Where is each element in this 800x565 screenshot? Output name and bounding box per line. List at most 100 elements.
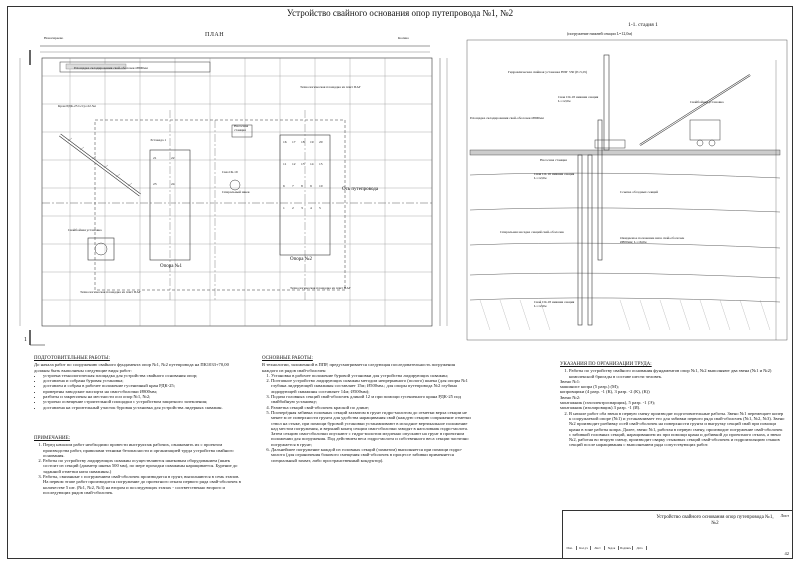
title-block-sheet-number: 42 xyxy=(784,551,790,556)
main-works-block: ОСНОВНЫЕ РАБОТЫ: В технологии, заложенно… xyxy=(262,356,472,463)
prep-item: доставлена на строительный участок буров… xyxy=(43,405,244,410)
prep-heading: ПОДГОТОВИТЕЛЬНЫЕ РАБОТЫ: xyxy=(34,356,110,361)
plan-label-axis: Ось путепровода xyxy=(342,187,379,192)
notes-item: Работы, связанные с погружением свай-обо… xyxy=(43,474,244,495)
brigade-1-title: Звено №1: xyxy=(560,378,581,384)
pile-number: 19 xyxy=(310,140,314,144)
pile-number-grid: 16 17 18 19 20 11 12 13 14 15 6 7 8 9 10… xyxy=(283,140,329,210)
brigade-2-item: монтажник (изолировщик) 3 разр. -1 (И). xyxy=(560,405,641,411)
plan-label-platform-top: Технологическая площадка из плит ПАГ xyxy=(300,85,361,89)
title-block-col: Лист xyxy=(591,546,605,550)
main-item: Подача головных секций свай-оболочек дли… xyxy=(271,394,472,405)
pile-number: 4 xyxy=(310,206,312,210)
main-item: Установка в рабочее положение буровой ус… xyxy=(271,373,472,378)
section-label-pump: Насосная станция xyxy=(540,158,567,162)
notes-item: Перед началом работ необходимо провести … xyxy=(43,442,244,458)
prep-works-block: ПОДГОТОВИТЕЛЬНЫЕ РАБОТЫ: До начала работ… xyxy=(34,356,244,410)
pile-number: 8 xyxy=(301,184,303,188)
plan-label-auger: Спиральный шнек xyxy=(222,190,250,194)
title-block-col: Кол.уч xyxy=(577,546,591,550)
pile-driver-mast xyxy=(603,54,610,151)
main-intro: В технологии, заложенной в ППР, предусма… xyxy=(262,362,455,373)
section-label-spiral: Спиральная насадка секций свай-оболочек xyxy=(500,230,564,234)
plan-label-right: Косино xyxy=(398,36,410,40)
pile-number: 10 xyxy=(319,184,323,188)
title-block-col: №док xyxy=(605,546,619,550)
pile-number: 3 xyxy=(301,206,303,210)
prep-item: устроена технологическая площадка для ус… xyxy=(43,373,244,378)
title-block-col: Подпись xyxy=(619,546,633,550)
main-item: Поэтапное устройство лидирующих скважин … xyxy=(271,378,472,394)
pile-number: 9 xyxy=(310,184,312,188)
pile-number: 21 xyxy=(153,156,157,160)
pile-number-grid-opora-1: 21 22 23 24 xyxy=(153,156,189,186)
org-block: УКАЗАНИЯ ПО ОРГАНИЗАЦИИ ТРУДА: Работы по… xyxy=(560,362,785,448)
pile-number: 13 xyxy=(301,162,305,166)
org-item: Работы по устройству свайного основания … xyxy=(569,368,785,379)
prep-item: разбиты и закреплены на местности оси оп… xyxy=(43,394,244,399)
title-block-sheet-label: Лист xyxy=(780,513,789,518)
plan-label-well: Скв.СК.19 xyxy=(222,170,238,174)
title-block: Устройство свайного основания опор путеп… xyxy=(562,510,793,559)
section-label-casing: Ссыпка обсадных секций xyxy=(620,190,659,194)
pile-number: 5 xyxy=(319,206,321,210)
title-block-col: Изм. xyxy=(563,546,577,550)
section-title: 1-1. стадия 1 xyxy=(628,22,658,28)
plan-label-driver: Свайбойная установка xyxy=(68,228,102,232)
brigade-2-item: монтажник (газоэлектросварщик), 5 разр. … xyxy=(560,400,656,406)
pile-number: 17 xyxy=(292,140,296,144)
plan-title: ПЛАН xyxy=(205,32,225,38)
org-heading: УКАЗАНИЯ ПО ОРГАНИЗАЦИИ ТРУДА: xyxy=(560,362,652,367)
section-label-pile-18b: Свая СК.18 нижняя секция L=12,0м xyxy=(534,300,575,308)
section-outline xyxy=(466,39,788,341)
plan-label-pump: Насосная станция xyxy=(234,124,249,132)
org-item: В начале работ оба звена в первую смену … xyxy=(569,411,785,448)
main-heading: ОСНОВНЫЕ РАБОТЫ: xyxy=(262,356,313,361)
pile-number: 23 xyxy=(153,182,157,186)
section-label-bottom: Ожидаемое положение низа свай-оболочек Ø… xyxy=(620,236,685,244)
brigade-1-item: копровщики (4 разр. -1 (К), 3 разр. -2 (… xyxy=(560,389,650,395)
prep-item: доставлен и собран в рабочее положение г… xyxy=(43,383,244,388)
prep-item: доставлена и собрана буровая установка; xyxy=(43,378,244,383)
pile-number: 20 xyxy=(319,140,323,144)
section-label-driver: Свайбойная установка xyxy=(690,100,724,104)
pile-number: 11 xyxy=(283,162,287,166)
prep-intro: До начала работ по сооружению свайного ф… xyxy=(34,362,229,373)
notes-block: ПРИМЕЧАНИЕ: Перед началом работ необходи… xyxy=(34,436,244,495)
notes-heading: ПРИМЕЧАНИЕ: xyxy=(34,436,71,441)
pile-number: 24 xyxy=(171,182,175,186)
title-block-columns: Изм. Кол.уч Лист №док Подпись Дата xyxy=(563,546,647,550)
plan-label-trestle: Эстакада 1 xyxy=(150,138,167,142)
pile-number: 6 xyxy=(283,184,285,188)
pile-number: 1 xyxy=(283,206,285,210)
main-item: Дальнейшее погружение каждой из головных… xyxy=(271,447,472,463)
section-piles xyxy=(577,119,603,326)
cut-mark: 1 xyxy=(24,337,27,343)
section-label-rig: Гидравлическая свайная установка НПГ 530… xyxy=(508,70,588,74)
prep-item: устроено освещение строительной площадки… xyxy=(43,399,244,404)
pile-number: 18 xyxy=(301,140,305,144)
pile-number: 15 xyxy=(319,162,323,166)
plan-label-storage: Площадка складирования свай-оболочек Ø80… xyxy=(74,66,148,70)
pile-number: 16 xyxy=(283,140,287,144)
plan-label-platform-bottom: Технологическая площадка из плит ПАГ xyxy=(80,290,141,294)
prep-item: проверены заводские паспорта на сваи-обо… xyxy=(43,389,244,394)
page-title: Устройство свайного основания опор путеп… xyxy=(286,8,514,18)
section-subtitle: (погружение нижней секции L=12,0м) xyxy=(567,31,633,36)
plan-label-opora-1: Опора №1 xyxy=(160,264,183,269)
section-label-pile-16: Свая СК 16 нижняя секция L=12,0м xyxy=(534,172,575,180)
plan-label-platform-bottom-2: Технологическая площадка из плит ПАГ xyxy=(290,286,351,290)
drawing-frame xyxy=(7,6,793,559)
plan-outline xyxy=(41,57,433,327)
title-block-col: Дата xyxy=(633,546,647,550)
main-item: Поочерёдная забивка головных секций захв… xyxy=(271,410,472,447)
pile-number: 12 xyxy=(292,162,296,166)
pile-number: 7 xyxy=(292,184,294,188)
pile-number: 2 xyxy=(292,206,294,210)
pile-number: 22 xyxy=(171,156,175,160)
section-label-storage: Площадка складирования свай-оболочек Ø80… xyxy=(470,116,544,120)
plan-label-left: Новогиреево xyxy=(44,36,64,40)
pile-number: 14 xyxy=(310,162,314,166)
plan-label-crane: Кран РДК-25 Lстр=22.5м xyxy=(58,104,96,108)
